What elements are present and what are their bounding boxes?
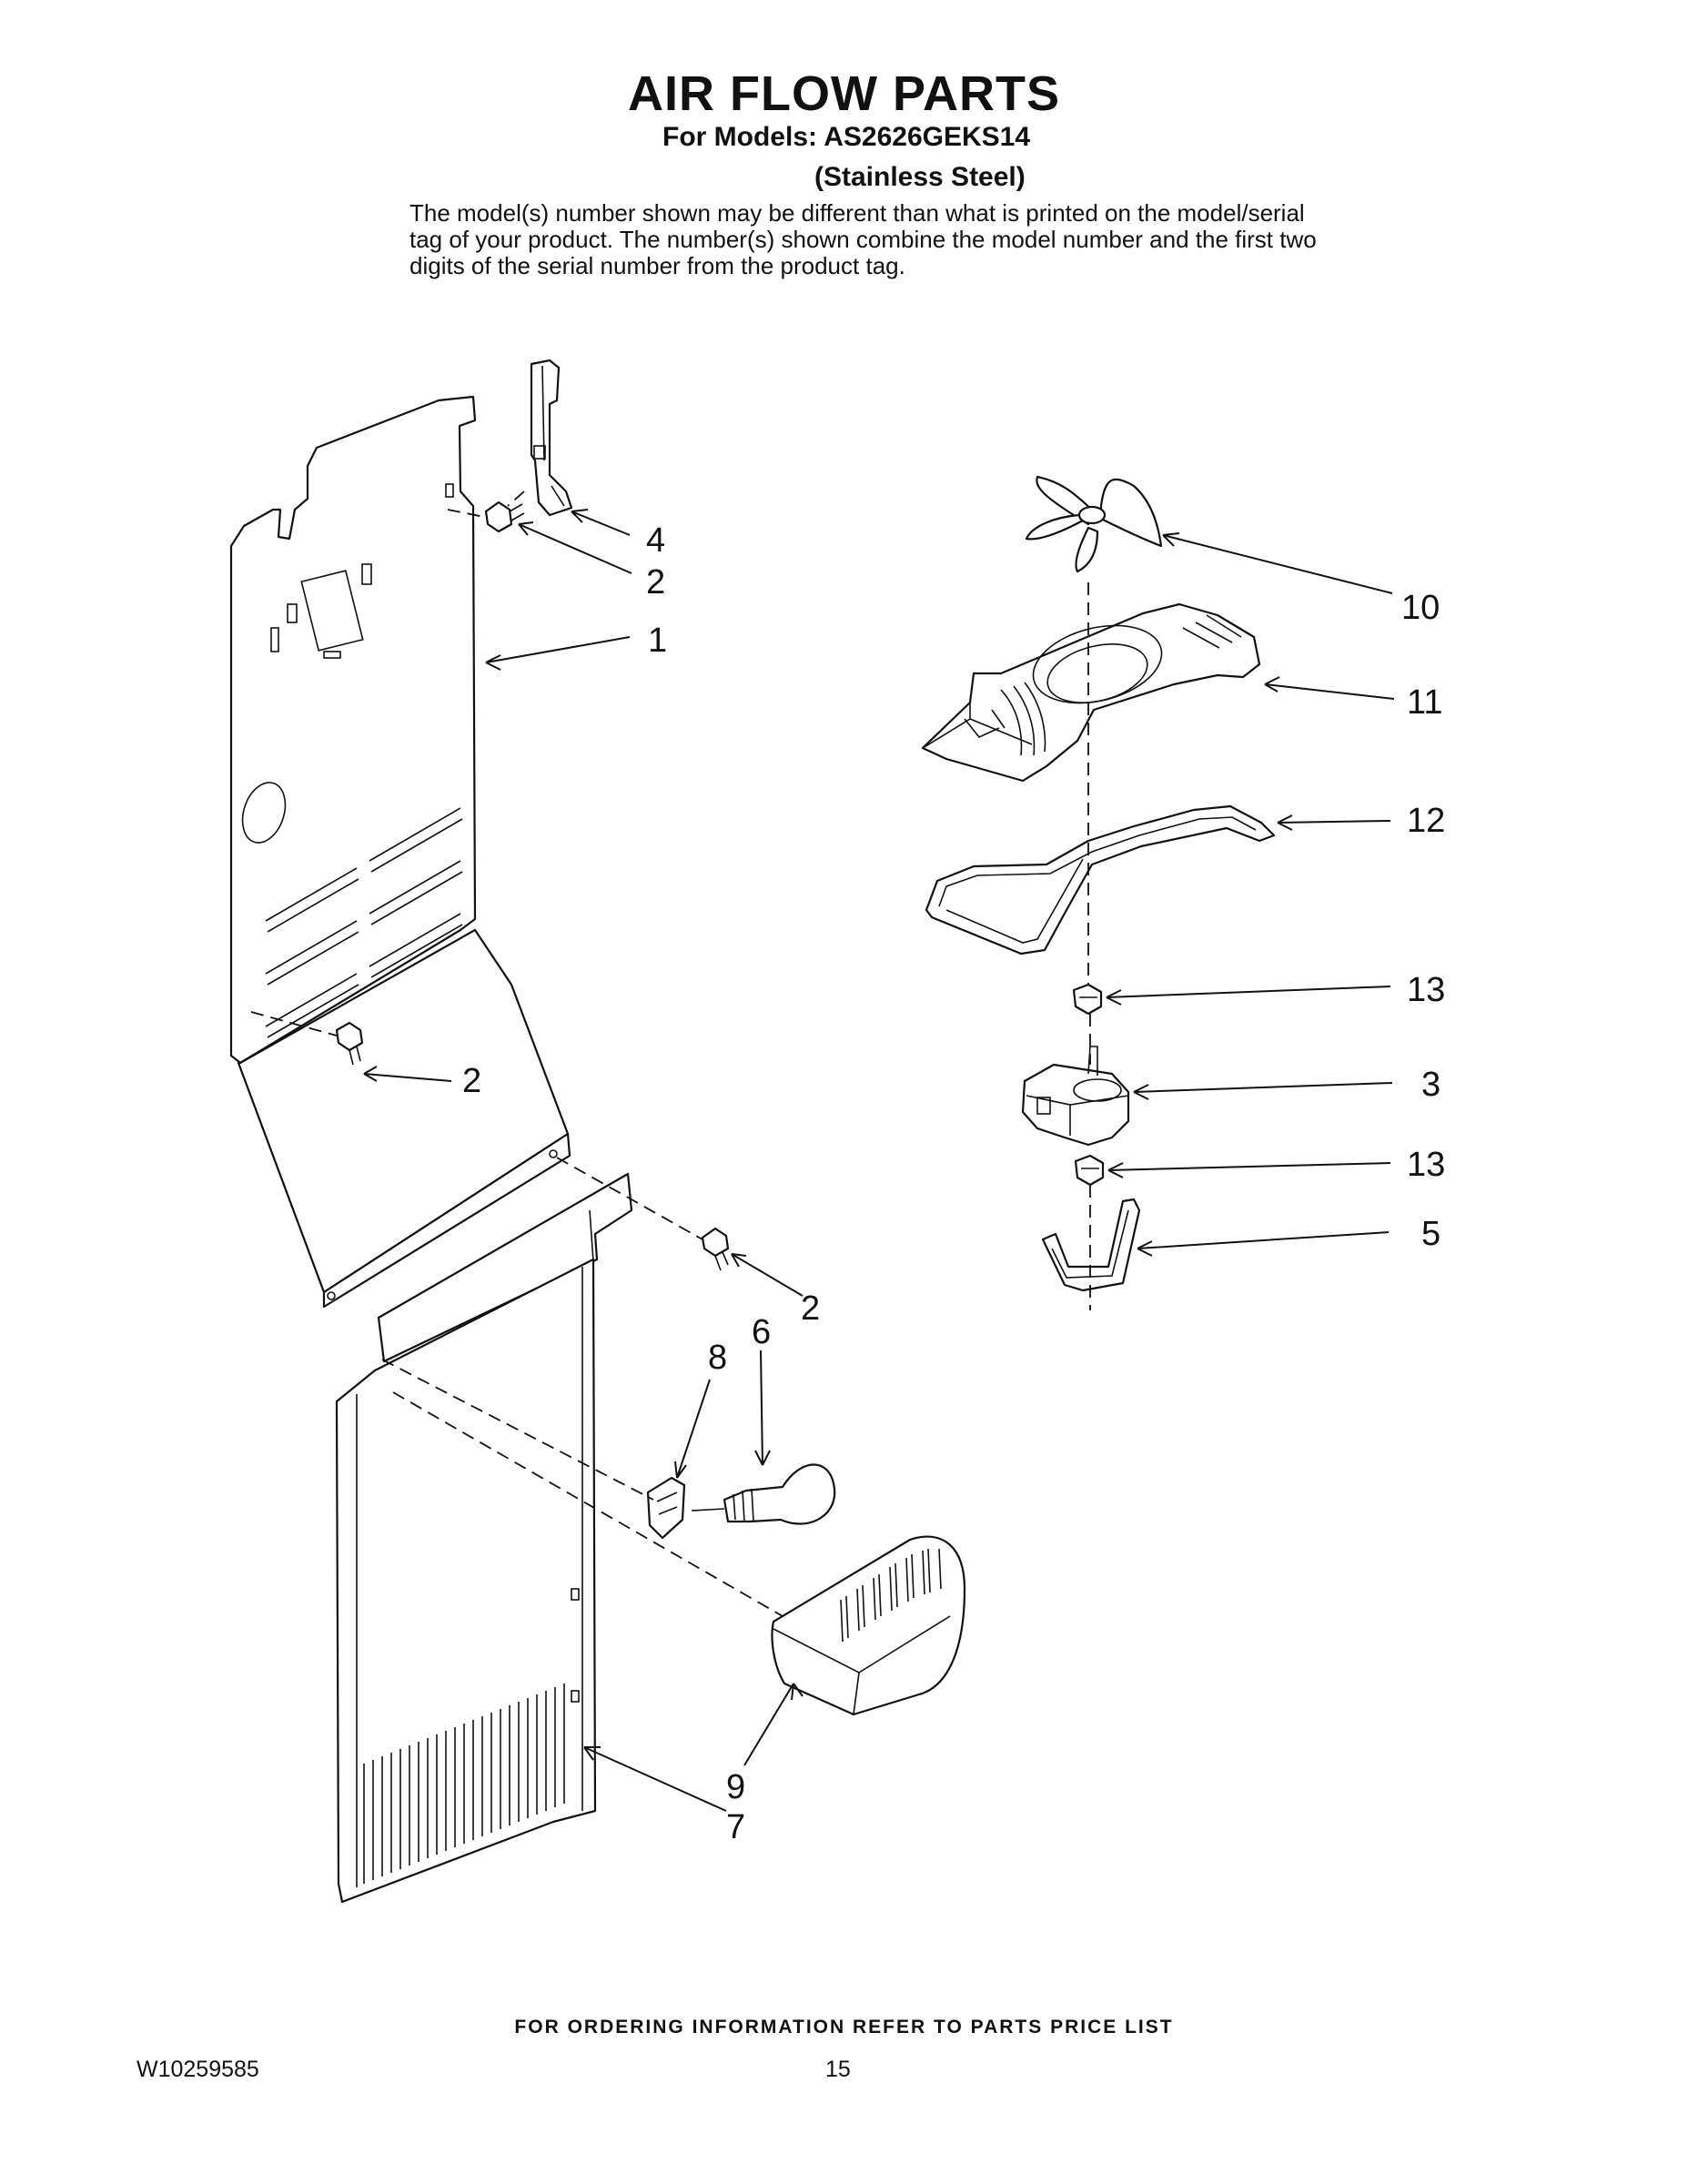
callout-1: 1	[648, 622, 667, 660]
callout-2-middle: 2	[462, 1062, 481, 1100]
callout-4: 4	[646, 521, 665, 560]
part-11-fan-housing	[921, 602, 1261, 783]
callout-13-lower: 13	[1407, 1146, 1445, 1184]
callout-8: 8	[708, 1339, 727, 1377]
part-10-fan-blade	[1025, 475, 1163, 573]
part-4-bracket	[530, 359, 573, 517]
callout-6: 6	[752, 1313, 771, 1351]
callout-leaders	[363, 509, 1395, 1812]
model-number-note: The model(s) number shown may be differe…	[409, 199, 1317, 279]
callout-3: 3	[1421, 1066, 1440, 1104]
part-2-screw-middle	[335, 1021, 364, 1066]
callout-10: 10	[1401, 589, 1440, 627]
callout-2-upper: 2	[646, 563, 665, 602]
part-2-screw-lower	[701, 1227, 730, 1271]
callout-2-lower: 2	[801, 1289, 820, 1328]
ordering-info: FOR ORDERING INFORMATION REFER TO PARTS …	[514, 2017, 1174, 2037]
callout-7: 7	[726, 1808, 745, 1846]
variant-line: (Stainless Steel)	[814, 162, 1026, 192]
document-number: W10259585	[136, 2057, 259, 2082]
models-line: For Models: AS2626GEKS14	[662, 122, 1031, 152]
part-6-light-bulb	[691, 1463, 836, 1525]
part-1-air-duct-panel	[229, 395, 571, 1309]
callout-9: 9	[726, 1768, 745, 1806]
part-13-grommet-upper	[1072, 983, 1103, 1016]
part-13-grommet-lower	[1074, 1154, 1105, 1187]
callout-13-upper: 13	[1407, 971, 1445, 1009]
part-7-lower-air-panel	[335, 1172, 633, 1904]
page-number: 15	[825, 2057, 851, 2082]
part-8-light-socket	[646, 1476, 686, 1540]
callout-12: 12	[1407, 802, 1445, 840]
part-3-fan-motor	[1021, 1046, 1130, 1147]
callout-5: 5	[1421, 1215, 1440, 1253]
page-title: AIR FLOW PARTS	[628, 66, 1060, 121]
callout-11: 11	[1407, 683, 1442, 722]
assembly-dash-lines	[250, 490, 1091, 1617]
part-9-light-cover	[771, 1535, 966, 1716]
part-2-screw-upper	[484, 500, 525, 533]
part-12-gasket	[925, 804, 1276, 956]
part-5-motor-bracket	[1041, 1198, 1141, 1292]
